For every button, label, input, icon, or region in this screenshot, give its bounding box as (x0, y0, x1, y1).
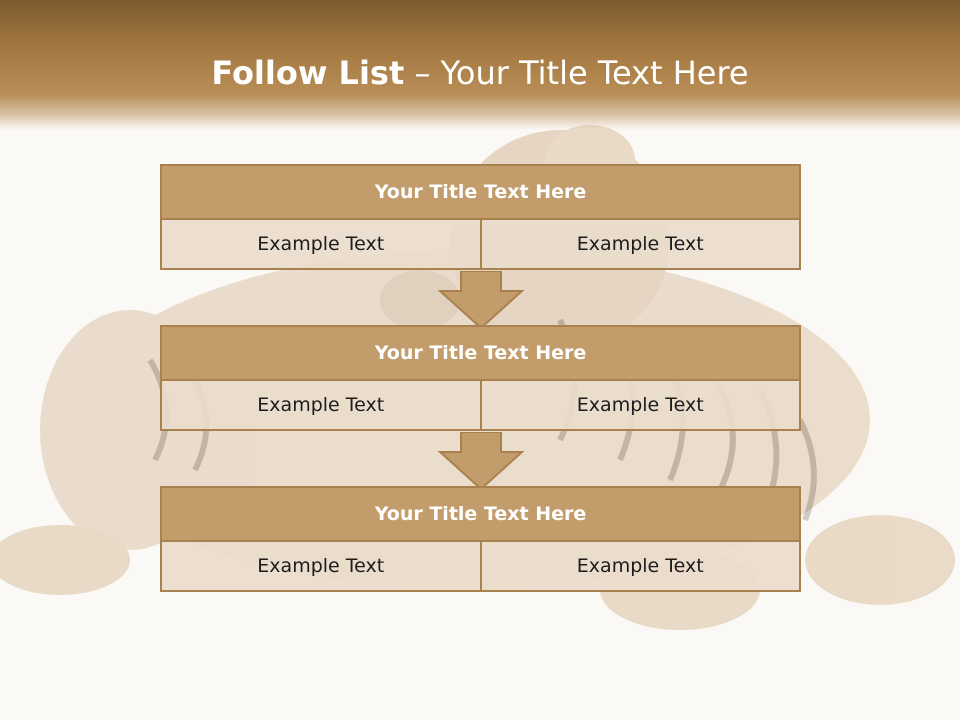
block-row: Example Text Example Text (160, 220, 801, 270)
list-block-2: Your Title Text Here Example Text Exampl… (160, 325, 801, 431)
list-block-1: Your Title Text Here Example Text Exampl… (160, 164, 801, 270)
slide-title: Follow List – Your Title Text Here (0, 54, 960, 92)
down-arrow-icon (438, 271, 524, 329)
slide-title-separator: – (404, 54, 441, 92)
list-block-3: Your Title Text Here Example Text Exampl… (160, 486, 801, 592)
block-row: Example Text Example Text (160, 381, 801, 431)
block-cell-left: Example Text (160, 542, 482, 592)
block-cell-right: Example Text (481, 381, 801, 431)
block-cell-right: Example Text (481, 542, 801, 592)
block-cell-left: Example Text (160, 381, 482, 431)
block-cell-left: Example Text (160, 220, 482, 270)
down-arrow-icon (438, 432, 524, 490)
slide-title-rest: Your Title Text Here (440, 54, 749, 92)
block-row: Example Text Example Text (160, 542, 801, 592)
block-cell-right: Example Text (481, 220, 801, 270)
header-band (0, 0, 960, 130)
slide-title-bold: Follow List (211, 54, 405, 92)
block-title: Your Title Text Here (160, 164, 801, 220)
block-title: Your Title Text Here (160, 486, 801, 542)
block-title: Your Title Text Here (160, 325, 801, 381)
